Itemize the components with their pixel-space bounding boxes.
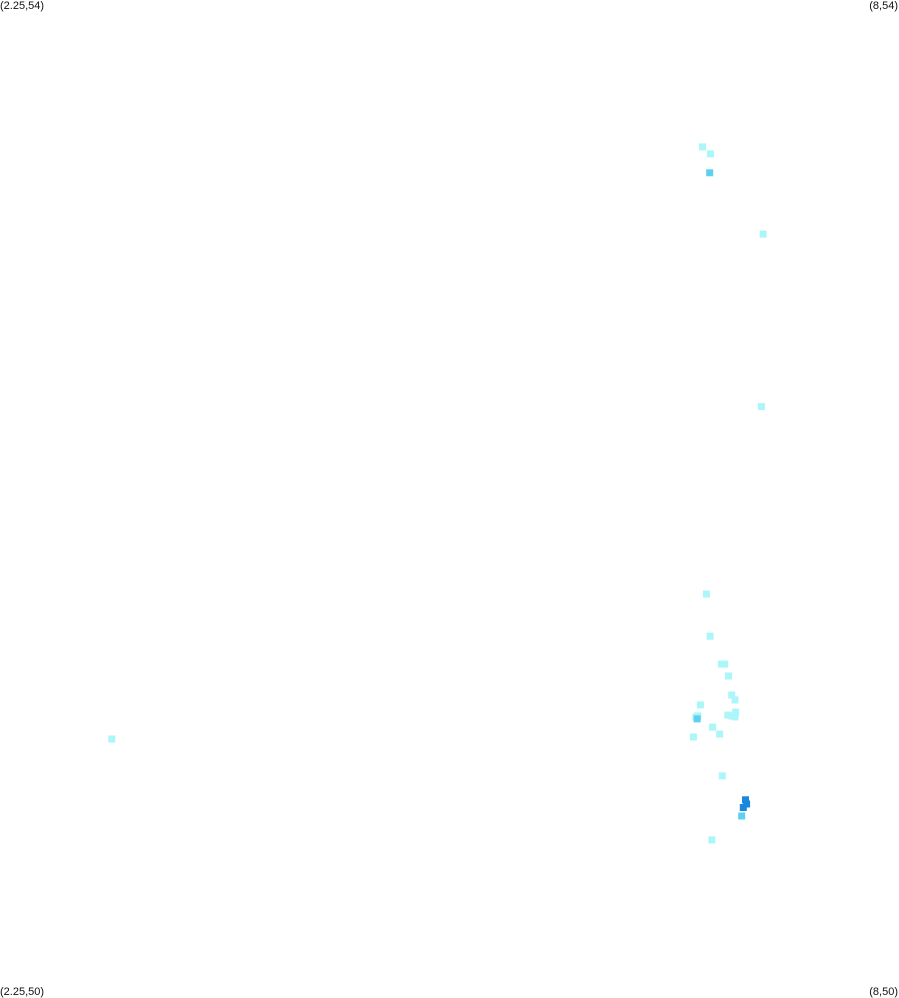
map-cell-mid xyxy=(738,812,746,820)
map-cell-low xyxy=(706,150,714,158)
map-cell-low xyxy=(732,708,740,716)
corner-label-bottom-right: (8,50) xyxy=(869,986,898,998)
map-cell-low xyxy=(725,672,733,680)
map-cell-low xyxy=(757,403,765,411)
map-cell-low xyxy=(716,730,724,738)
map-cell-low xyxy=(702,590,710,598)
map-cell-low xyxy=(724,711,732,719)
corner-label-top-right: (8,54) xyxy=(869,0,898,12)
map-cell-low xyxy=(728,691,736,699)
corner-label-top-left: (2.25,54) xyxy=(0,0,45,12)
map-cell-low xyxy=(708,836,716,844)
corner-label-bottom-left: (2.25,50) xyxy=(0,986,45,998)
map-cell-low xyxy=(108,735,116,743)
map-cell-low xyxy=(709,723,717,731)
map-cell-low xyxy=(731,696,739,704)
map-cell-low xyxy=(689,733,697,741)
map-cell-high xyxy=(739,804,747,811)
map-cell-low xyxy=(759,230,767,238)
map-cell-mid xyxy=(706,169,714,177)
map-cell-low xyxy=(696,701,704,709)
map-cell-mid xyxy=(693,715,701,723)
map-cell-low xyxy=(699,143,707,151)
map-cell-low xyxy=(731,713,739,721)
map-cell-high xyxy=(742,796,749,804)
map-cell-low xyxy=(718,772,726,780)
map-cell-low xyxy=(706,632,714,640)
map-cell-low xyxy=(721,660,729,668)
